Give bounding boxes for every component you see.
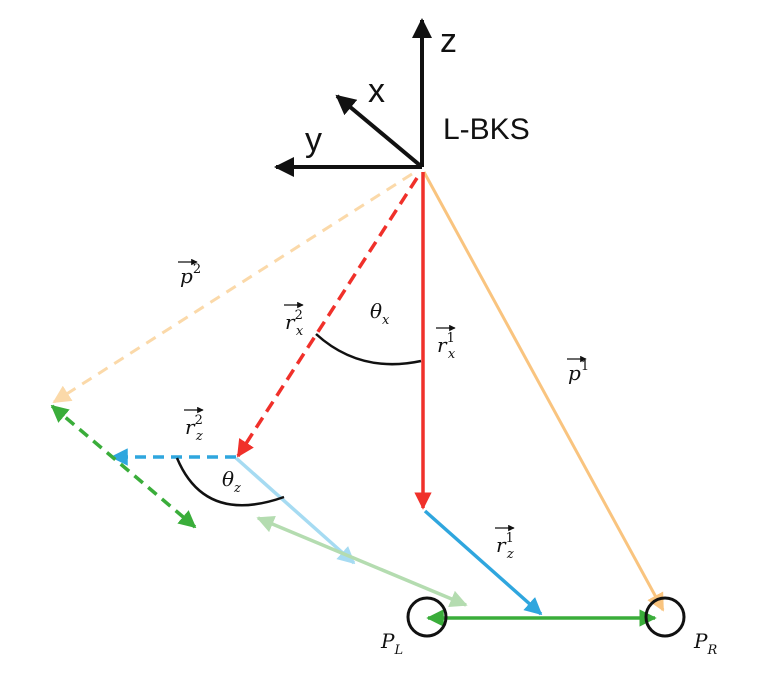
theta-z-arc xyxy=(175,457,285,507)
svg-text:θx: θx xyxy=(370,299,390,328)
svg-text:PR: PR xyxy=(693,629,717,658)
position-vectors xyxy=(52,171,665,612)
frame-label: L-BKS xyxy=(443,113,530,146)
vector-rz1 xyxy=(423,509,543,616)
endpoints xyxy=(406,596,686,638)
svg-text:PL: PL xyxy=(380,629,403,658)
svg-text:r2x: r2x xyxy=(285,308,304,339)
svg-text:p2: p2 xyxy=(180,262,201,288)
svg-text:r1z: r1z xyxy=(496,531,514,562)
label-theta-x: θx xyxy=(370,299,390,328)
x-axis-label: x xyxy=(368,72,385,110)
svg-text:r1x: r1x xyxy=(437,331,456,362)
vector-p1 xyxy=(422,171,665,612)
svg-text:p1: p1 xyxy=(568,359,589,385)
connecting-vectors xyxy=(50,404,657,627)
y-axis-label: y xyxy=(305,121,322,159)
point-pr-circle xyxy=(644,596,686,638)
vector-light-green xyxy=(256,516,468,607)
label-theta-z: θz xyxy=(222,467,241,496)
label-p2: p2 xyxy=(178,258,201,288)
angle-arcs xyxy=(175,333,422,507)
rz-vectors xyxy=(110,448,543,616)
svg-text:θz: θz xyxy=(222,467,241,496)
z-axis-label: z xyxy=(440,22,457,60)
coordinate-frame: z x y L-BKS xyxy=(274,18,530,177)
label-pr: PR xyxy=(693,629,717,658)
vector-rz2-light xyxy=(234,456,356,565)
svg-text:r2z: r2z xyxy=(185,413,203,444)
rx-vectors xyxy=(236,172,432,510)
label-p1: p1 xyxy=(567,355,589,385)
vector-rx2 xyxy=(236,177,419,458)
label-pl: PL xyxy=(380,629,403,658)
vector-p2 xyxy=(52,172,413,404)
point-pl-circle xyxy=(406,596,448,638)
x-axis xyxy=(335,94,424,169)
theta-x-arc xyxy=(315,333,422,366)
vector-dashed-green xyxy=(50,404,197,529)
